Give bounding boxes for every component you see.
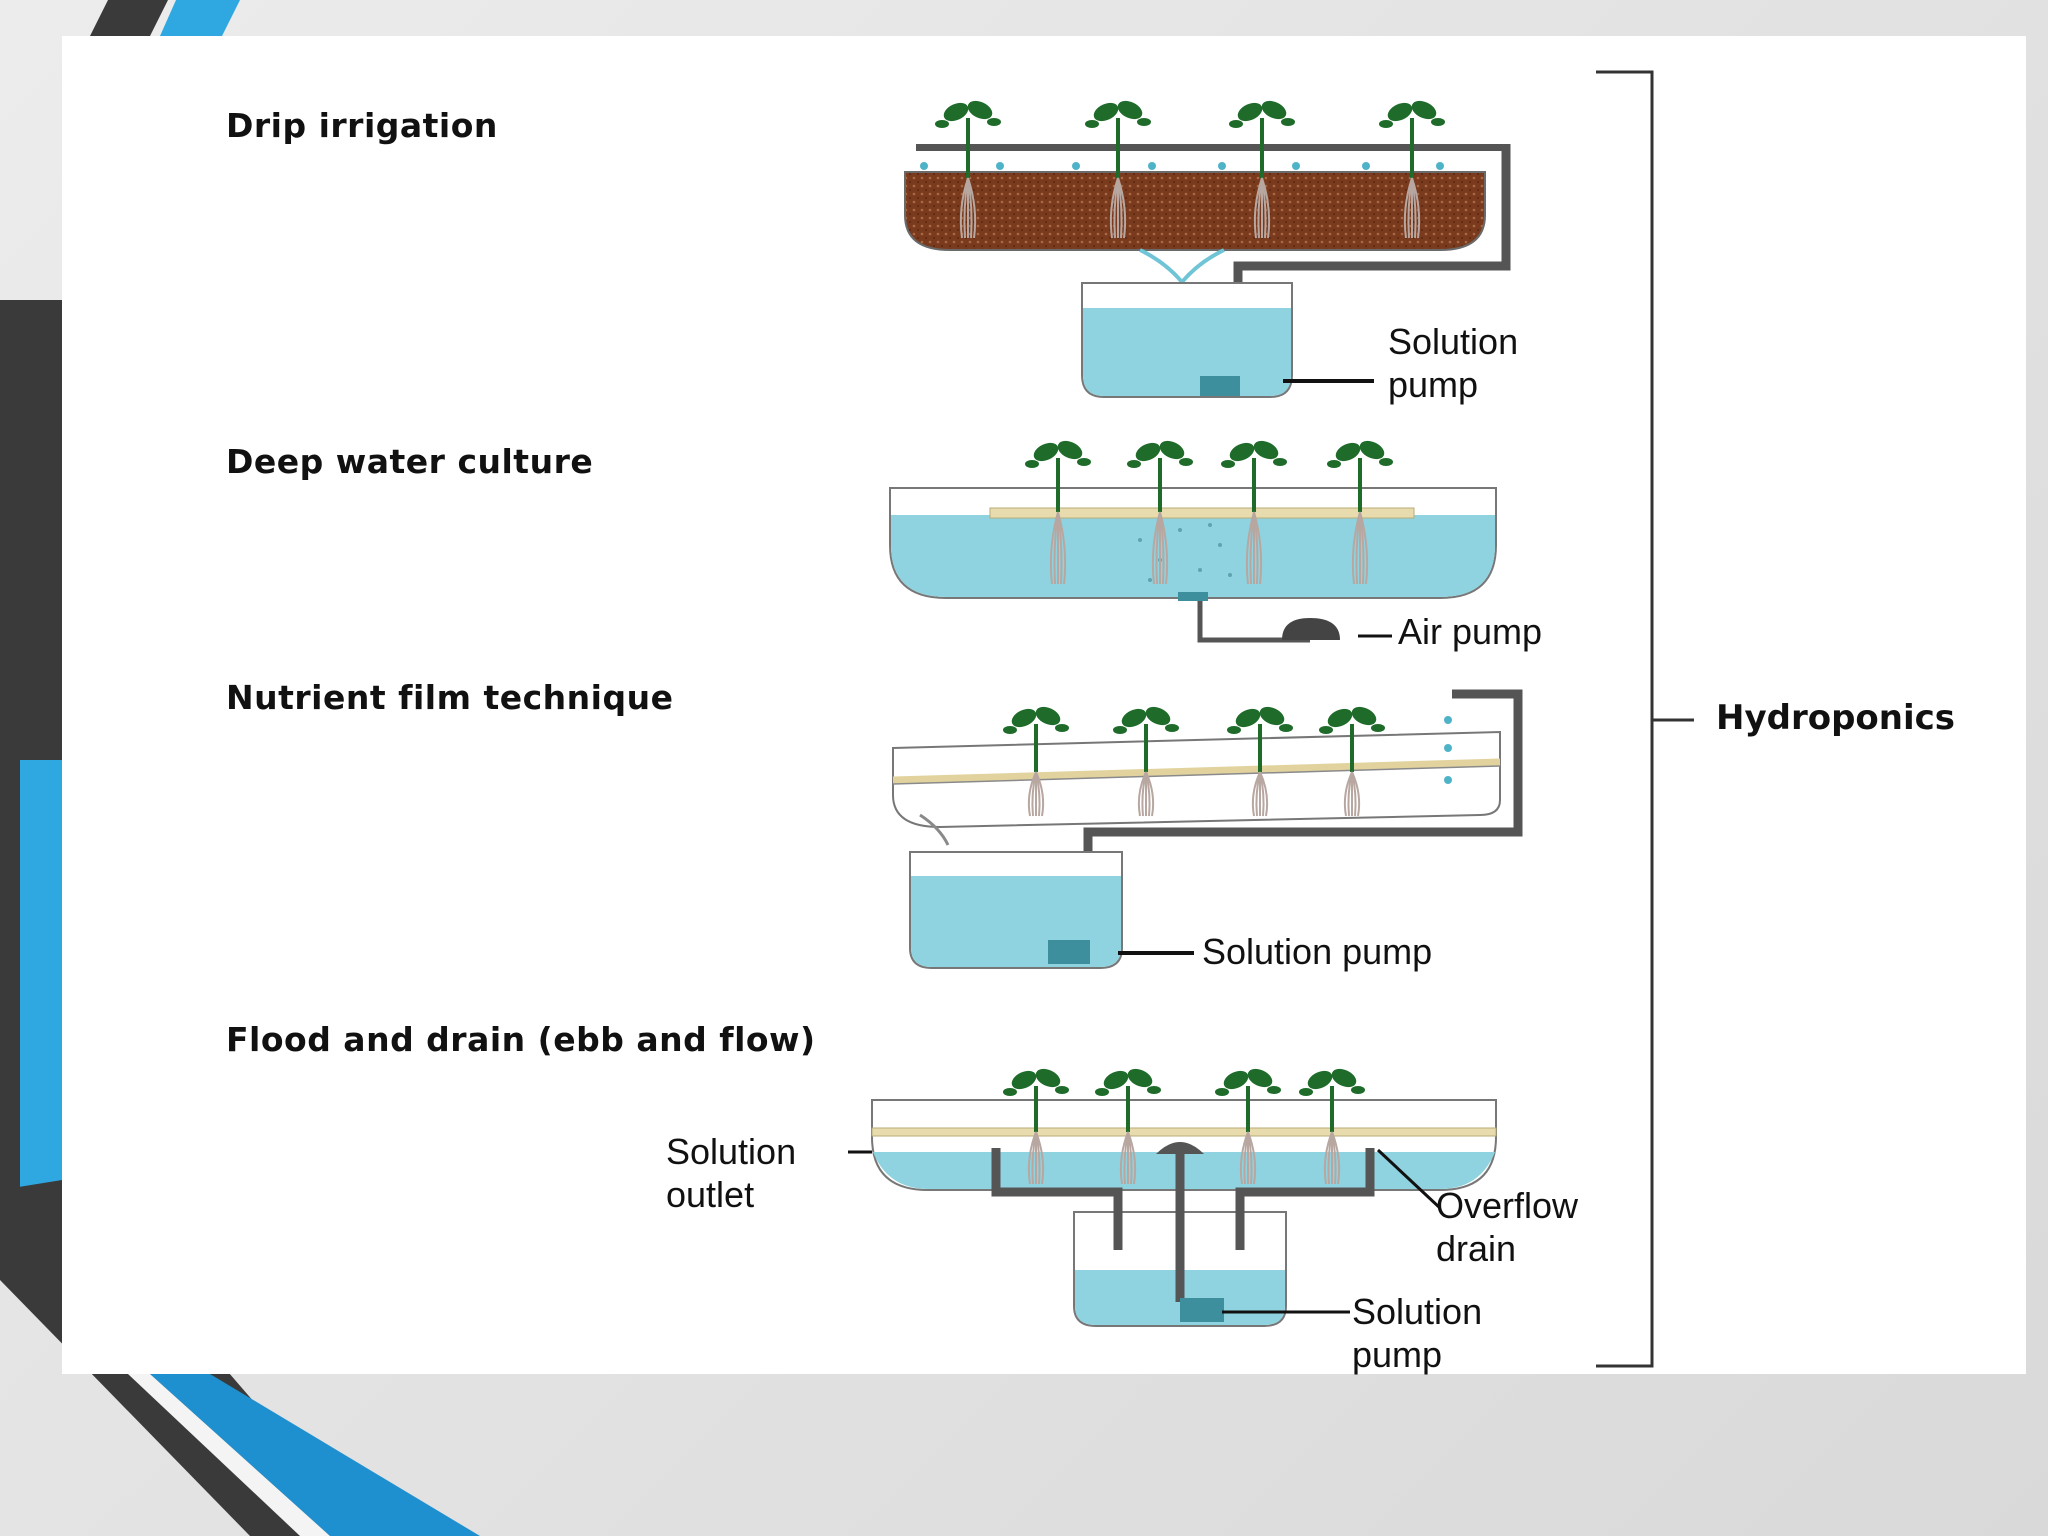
dwc-air-stone: [1178, 592, 1208, 601]
dwc-floating-raft: [989, 507, 1415, 519]
flood-plant-4: [1299, 1068, 1365, 1185]
deco-blue-stripe-bottom: [150, 1374, 480, 1536]
drip-funnel: [1139, 248, 1225, 286]
flood-overflow-leader: [1376, 1148, 1442, 1210]
heading-drip-irrigation: Drip irrigation: [226, 106, 498, 145]
label-air-pump: Air pump: [1398, 611, 1543, 652]
drip-reservoir-water: [1083, 308, 1291, 396]
nft-plant-2: [1113, 706, 1179, 817]
dwc-plant-3: [1221, 440, 1287, 585]
drip-plant-4: [1379, 100, 1445, 239]
label-flood-solution-pump: Solution pump: [1352, 1290, 1482, 1376]
nft-slanted-tray: [892, 758, 1501, 784]
label-drip-solution-pump: Solution pump: [1388, 320, 1518, 406]
nft-feed-drops: [1444, 716, 1452, 784]
flood-plant-3: [1215, 1068, 1281, 1185]
label-overflow-drain: Overflow drain: [1436, 1184, 1578, 1270]
hydroponics-bracket: [1596, 70, 1694, 1368]
dwc-plant-4: [1327, 440, 1393, 585]
drip-plant-1: [935, 100, 1001, 239]
plant-layer: [935, 100, 1445, 1185]
deco-dark-stripe-top: [90, 0, 168, 36]
drip-distribution-pipe: [916, 144, 1506, 151]
flood-growing-board: [871, 1127, 1497, 1137]
nutrient-film-system: [892, 689, 1523, 969]
heading-nutrient-film-technique: Nutrient film technique: [226, 678, 674, 717]
label-nft-solution-pump: Solution pump: [1202, 931, 1433, 972]
drip-irrigation-system: [904, 144, 1511, 398]
label-solution-outlet: Solution outlet: [666, 1130, 796, 1216]
dwc-air-pump: [1282, 618, 1340, 640]
label-overflow-drain-line2: drain: [1436, 1228, 1517, 1269]
label-overflow-drain-line1: Overflow: [1436, 1185, 1579, 1226]
heading-flood-and-drain: Flood and drain (ebb and flow): [226, 1020, 816, 1059]
dwc-plant-2: [1127, 440, 1193, 585]
drip-plant-3: [1229, 100, 1295, 239]
bracket-line: [1596, 70, 1654, 1368]
dwc-plant-1: [1025, 440, 1091, 585]
drip-grow-tray: [904, 171, 1486, 251]
deep-water-culture-system: [889, 487, 1497, 643]
label-drip-solution-pump-line1: Solution: [1388, 321, 1519, 362]
flood-overflow-pipe: [1235, 1148, 1375, 1250]
deco-blue-stripe-left: [20, 760, 62, 1220]
heading-deep-water-culture: Deep water culture: [226, 442, 594, 481]
flood-solution-pump: [1180, 1298, 1224, 1322]
label-hydroponics: Hydroponics: [1716, 698, 1956, 738]
drip-solution-pump: [1200, 376, 1240, 396]
label-flood-solution-pump-line1: Solution: [1352, 1291, 1483, 1332]
nft-plant-1: [1003, 706, 1069, 817]
label-flood-solution-pump-line2: pump: [1352, 1334, 1443, 1375]
nft-drain-funnel: [919, 813, 950, 846]
dwc-tank-water: [891, 515, 1495, 597]
label-solution-outlet-line2: outlet: [666, 1174, 755, 1215]
flood-plant-1: [1003, 1068, 1069, 1185]
nft-solution-pump: [1048, 940, 1090, 964]
nft-plant-3: [1227, 706, 1293, 817]
dwc-air-line: [1197, 601, 1310, 643]
drip-plant-2: [1085, 100, 1151, 239]
deco-blue-stripe-top: [160, 0, 240, 36]
label-solution-outlet-line1: Solution: [666, 1131, 797, 1172]
flood-outlet-pipe: [991, 1148, 1123, 1250]
label-drip-solution-pump-line2: pump: [1388, 364, 1479, 405]
flood-plant-2: [1095, 1068, 1161, 1185]
flood-feed-cap: [1156, 1142, 1204, 1154]
nft-channel-edge: [892, 765, 1501, 785]
nft-plant-4: [1319, 706, 1385, 817]
drip-drippers: [920, 162, 1444, 170]
deco-white-stripe-bottom: [128, 1374, 330, 1536]
